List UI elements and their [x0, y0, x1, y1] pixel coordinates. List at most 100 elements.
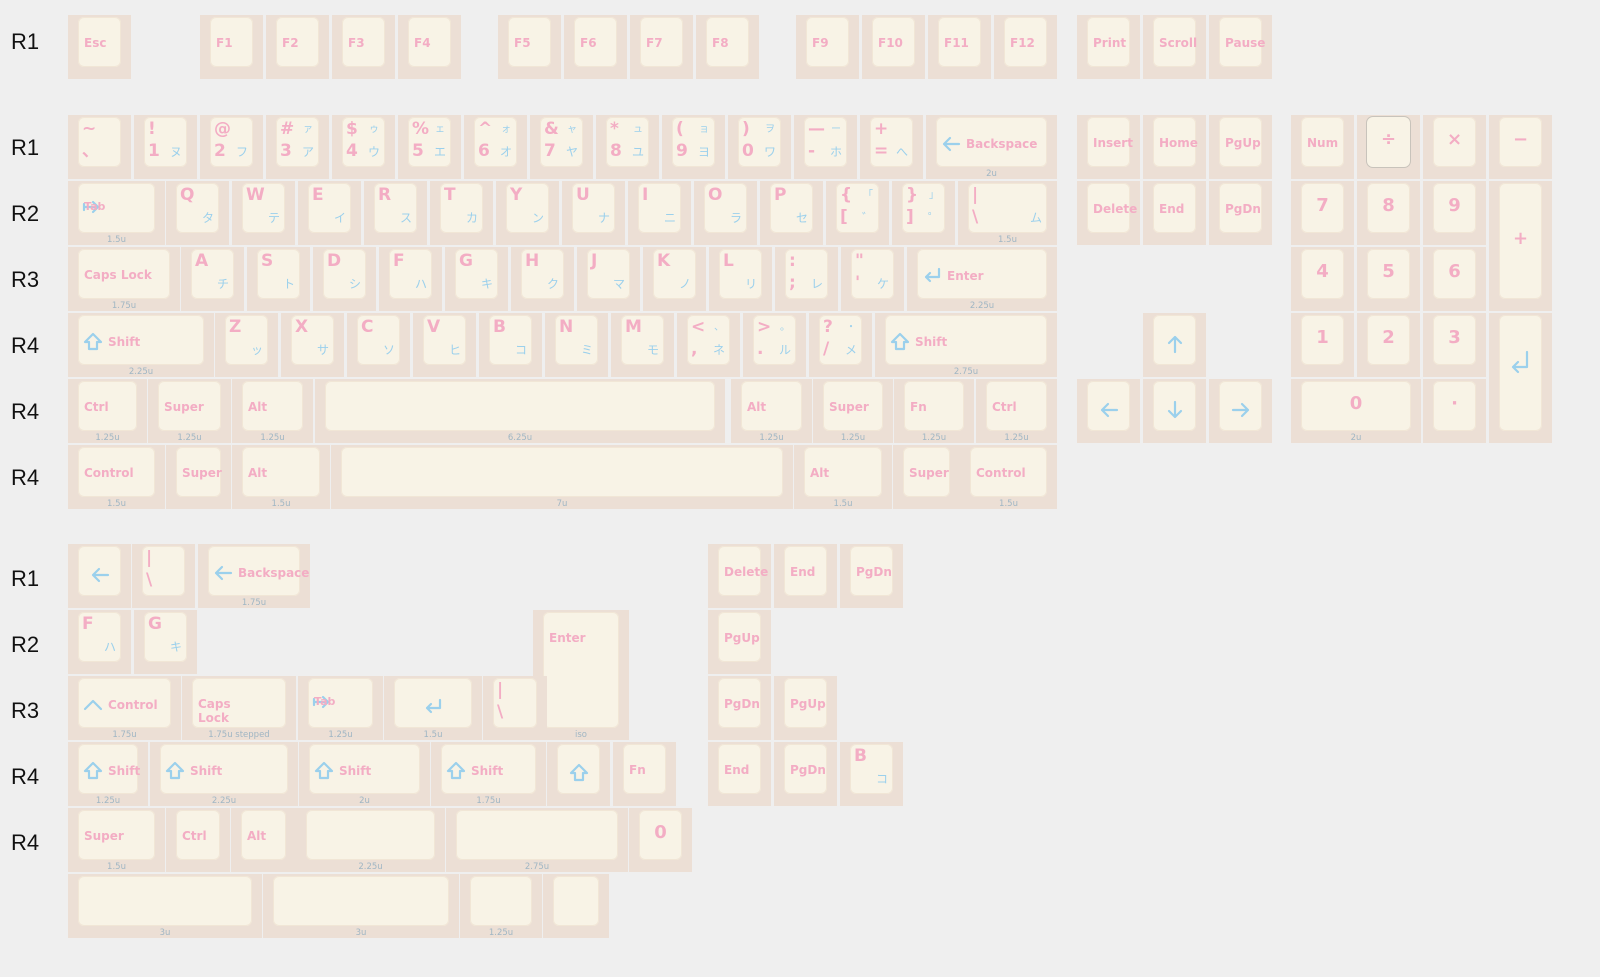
key-alt[interactable]: Alt [231, 808, 296, 872]
key-pgdn[interactable]: PgDn [708, 676, 771, 740]
key-sym[interactable]: ?/・メ [809, 313, 872, 377]
key-f10[interactable]: F10 [862, 15, 925, 79]
key-delete[interactable]: Delete [1077, 181, 1140, 245]
key-end[interactable]: End [774, 544, 837, 608]
key-f3[interactable]: F3 [332, 15, 395, 79]
key-f11[interactable]: F11 [928, 15, 991, 79]
key-f1[interactable]: F1 [200, 15, 263, 79]
key-f6[interactable]: F6 [564, 15, 627, 79]
key-pause[interactable]: Pause [1209, 15, 1272, 79]
key-blank[interactable]: 3u [263, 874, 459, 938]
key-sym[interactable] [68, 544, 131, 608]
key-pgdn[interactable]: PgDn [774, 742, 837, 806]
key-super[interactable]: Super [893, 445, 960, 509]
key-sym[interactable] [1143, 379, 1206, 443]
key-sym[interactable]: · [1423, 379, 1486, 443]
key-sym[interactable] [1077, 379, 1140, 443]
key-f2[interactable]: F2 [266, 15, 329, 79]
key-8[interactable]: 8 [1357, 181, 1420, 245]
key-blank[interactable]: 1.25u [460, 874, 542, 938]
key-9[interactable]: 9 [1423, 181, 1486, 245]
key-f4[interactable]: F4 [398, 15, 461, 79]
key-sym[interactable]: :;レ [775, 247, 838, 311]
key-blank[interactable]: 7u [331, 445, 793, 509]
key-sym[interactable]: }]」゜ [892, 181, 955, 245]
key-blank[interactable] [543, 874, 609, 938]
key-print[interactable]: Print [1077, 15, 1140, 79]
key-sym[interactable]: × [1423, 115, 1486, 179]
key-blank[interactable] [547, 742, 610, 806]
key-blank[interactable]: 2.25u [296, 808, 445, 872]
key-sym[interactable]: "'ケ [841, 247, 904, 311]
key-3[interactable]: 3 [1423, 313, 1486, 377]
key-blank[interactable]: 6.25u [315, 379, 725, 443]
key-f9[interactable]: F9 [796, 15, 859, 79]
key-sym[interactable]: {[「゛ [826, 181, 889, 245]
key-blank[interactable]: 3u [68, 874, 262, 938]
key-sym[interactable]: ~、 [68, 115, 131, 179]
key-sym[interactable]: |\ [132, 544, 195, 608]
key-2[interactable]: 2 [1357, 313, 1420, 377]
key-pgup[interactable]: PgUp [708, 610, 771, 674]
key-sym[interactable]: |\ [483, 676, 547, 740]
key-ctrl[interactable]: Ctrl [166, 808, 230, 872]
key-sym[interactable]: + [1489, 181, 1552, 311]
key-f5[interactable]: F5 [498, 15, 561, 79]
key-insert[interactable]: Insert [1077, 115, 1140, 179]
key-f8[interactable]: F8 [696, 15, 759, 79]
key-1[interactable]: 1 [1291, 313, 1354, 377]
key-5[interactable]: 5 [1357, 247, 1420, 311]
key-esc[interactable]: Esc [68, 15, 131, 79]
key-fn[interactable]: Fn [613, 742, 676, 806]
key-sym[interactable]: —-ーホ [794, 115, 857, 179]
